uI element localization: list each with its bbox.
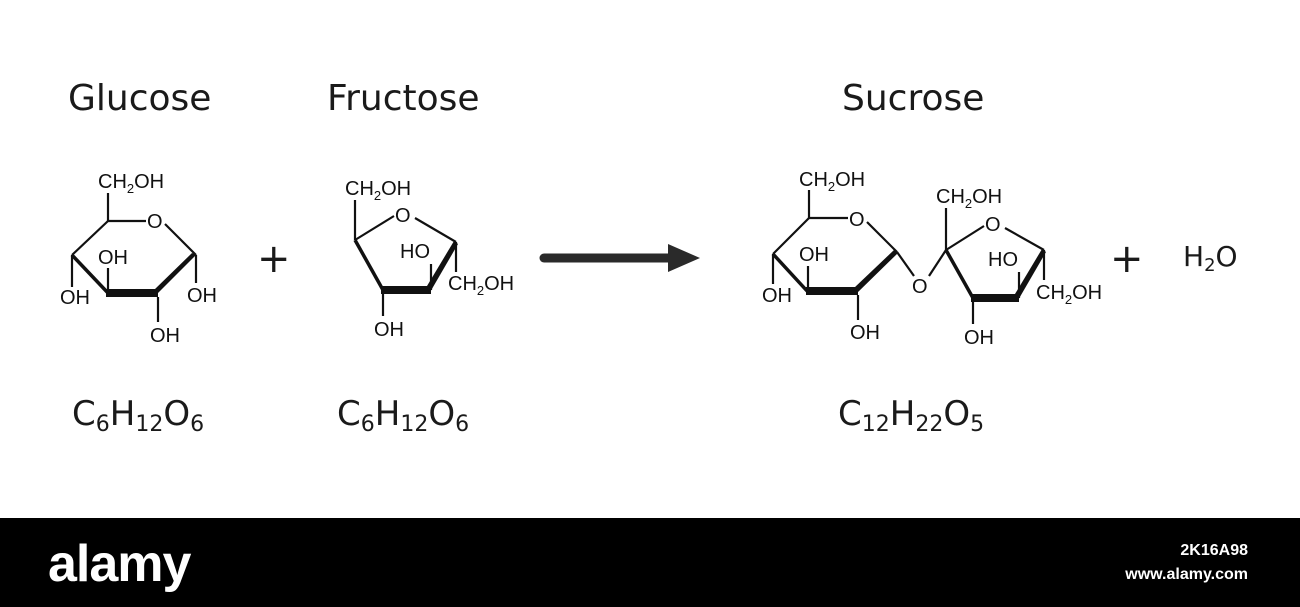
sucrose-glycosidic-oxygen: O [912, 276, 928, 298]
fructose-ring-oxygen: O [395, 205, 411, 227]
glucose-ch2oh-label: CH2OH [98, 171, 164, 196]
watermark-bar: alamy 2K16A98 www.alamy.com [0, 518, 1300, 607]
fructose-structure: CH2OH O OH HO CH2OH [345, 178, 514, 341]
fructose-title: Fructose [327, 78, 480, 119]
fructose-ch2oh-top-label: CH2OH [345, 178, 411, 203]
sucrose-formula: C12H22O5 [838, 394, 985, 437]
sucrose-glc-ring-oxygen: O [849, 209, 865, 231]
sucrose-glc-ch2oh-label: CH2OH [799, 169, 865, 194]
fructose-ho: HO [400, 241, 430, 263]
glucose-oh-c3: OH [98, 247, 128, 269]
sucrose-fru-ho: HO [988, 249, 1018, 271]
alamy-logo: alamy [48, 535, 191, 593]
sucrose-title: Sucrose [842, 78, 985, 119]
image-id: 2K16A98 [1180, 542, 1248, 559]
sucrose-fru-ring-oxygen: O [985, 214, 1001, 236]
glucose-oh-c1: OH [187, 285, 217, 307]
sucrose-oh-c4: OH [762, 285, 792, 307]
glucose-oh-c2: OH [150, 325, 180, 347]
fructose-formula: C6H12O6 [337, 394, 470, 437]
glucose-ring-oxygen: O [147, 211, 163, 233]
fructose-oh-bottom: OH [374, 319, 404, 341]
glucose-formula: C6H12O6 [72, 394, 205, 437]
glucose-title: Glucose [68, 78, 212, 119]
sucrose-fru-ch2oh-right-label: CH2OH [1036, 282, 1102, 307]
sucrose-fru-ch2oh-top-label: CH2OH [936, 186, 1002, 211]
plus-sign-reactants: + [257, 236, 291, 282]
reaction-arrow [539, 244, 700, 272]
glucose-oh-c4: OH [60, 287, 90, 309]
sucrose-structure: CH2OH O OH OH OH O CH2OH O OH HO CH2OH [762, 169, 1102, 349]
plus-sign-products: + [1110, 236, 1144, 282]
glucose-structure: CH2OH O OH OH OH OH [60, 171, 217, 347]
sucrose-oh-c3: OH [799, 244, 829, 266]
sucrose-fru-oh-bottom: OH [964, 327, 994, 349]
water-formula: H2O [1183, 240, 1238, 276]
reaction-structures: CH2OH O OH OH OH OH CH2OH O OH HO CH2OH [60, 169, 1102, 349]
alamy-url: www.alamy.com [1125, 566, 1248, 583]
fructose-ch2oh-right-label: CH2OH [448, 273, 514, 298]
sucrose-oh-c2: OH [850, 322, 880, 344]
